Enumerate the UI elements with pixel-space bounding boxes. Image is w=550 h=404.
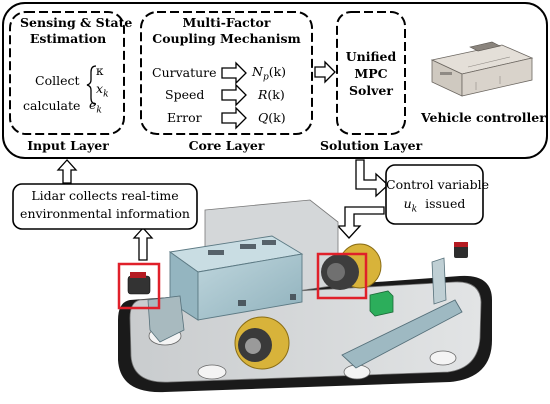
core-layer-title-line2: Coupling Mechanism: [152, 31, 301, 46]
state-variable: xk: [96, 81, 109, 100]
vehicle-controller-image: [430, 41, 534, 97]
param-speed: R(k): [258, 87, 285, 102]
error-variable: ek: [89, 97, 102, 116]
control-box-line1: Control variable: [386, 177, 489, 192]
arrow-lidar-to-input: [56, 159, 78, 184]
input-layer-title-line2: Estimation: [29, 31, 107, 46]
factor-error: Error: [167, 110, 202, 125]
factor-speed: Speed: [165, 87, 205, 102]
solution-title-line2: MPC: [354, 66, 388, 81]
input-layer-title-line1: Sensing & State: [20, 15, 133, 30]
arrow-core-to-solution: [314, 60, 336, 84]
motor-highlight: [316, 252, 368, 300]
core-layer-title-line1: Multi-Factor: [182, 15, 271, 30]
core-arrows: [221, 61, 247, 130]
kappa-variable: κ: [96, 64, 104, 78]
arrow-error: [221, 106, 247, 130]
arrow-solution-to-control: [355, 159, 389, 198]
control-box-line2: uk issued: [403, 196, 466, 215]
calculate-label: calculate: [23, 98, 81, 113]
vehicle-controller-label: Vehicle controller: [421, 110, 546, 125]
input-layer-label: Input Layer: [27, 138, 109, 153]
arrow-control-to-robot: [336, 206, 385, 239]
solution-layer-label: Solution Layer: [320, 138, 423, 153]
control-box: [385, 164, 484, 225]
input-layer-box: [9, 11, 125, 135]
arrow-robot-to-lidar: [132, 227, 154, 261]
outer-frame: [2, 2, 548, 159]
param-error: Q(k): [258, 110, 286, 125]
param-curvature: Np(k): [252, 64, 287, 83]
solution-title-line3: Solver: [349, 83, 393, 98]
factor-curvature: Curvature: [152, 65, 217, 80]
lidar-box: [12, 183, 198, 230]
arrow-curvature: [221, 61, 247, 85]
robot-image: [118, 199, 492, 393]
core-layer-box: [140, 11, 313, 135]
solution-layer-box: [336, 11, 406, 135]
lidar-highlight-left: [117, 262, 161, 310]
lidar-box-line1: Lidar collects real-time: [31, 188, 179, 203]
brace-symbol: [86, 65, 97, 105]
collect-label: Collect: [35, 73, 80, 88]
lidar-box-line2: environmental information: [20, 206, 190, 221]
arrow-speed: [221, 83, 247, 107]
solution-title-line1: Unified: [345, 49, 397, 64]
core-layer-label: Core Layer: [188, 138, 265, 153]
